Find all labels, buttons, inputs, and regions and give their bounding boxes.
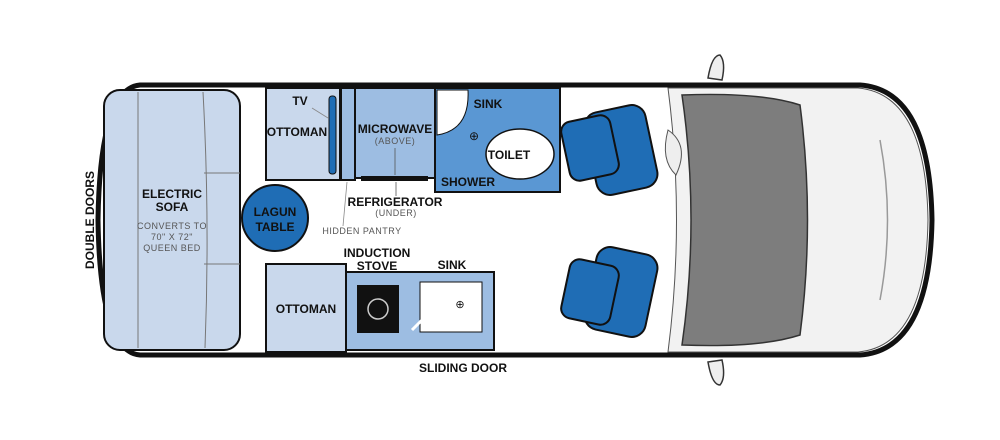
drain-icon: ⊕ xyxy=(469,129,479,143)
driver-seat[interactable] xyxy=(559,244,660,339)
side-mirror-top xyxy=(707,54,725,81)
ottoman-top-label: OTTOMAN xyxy=(267,125,327,139)
shower-label: SHOWER xyxy=(441,175,495,189)
table-label: TABLE xyxy=(255,220,294,234)
hidden-pantry[interactable] xyxy=(340,87,356,181)
windshield-dashboard xyxy=(681,93,809,347)
sofa-label: ELECTRIC xyxy=(142,187,202,201)
tv-label: TV xyxy=(292,94,307,108)
table-label: LAGUN xyxy=(254,205,297,219)
burner-icon xyxy=(367,298,389,320)
microwave-note: (ABOVE) xyxy=(375,136,416,146)
sofa-seam xyxy=(202,91,208,349)
hidden-pantry-label: HIDDEN PANTRY xyxy=(322,226,401,236)
ottoman-bottom-label: OTTOMAN xyxy=(276,302,336,316)
leader-line xyxy=(342,181,348,227)
sofa-note: QUEEN BED xyxy=(143,243,201,253)
hood-line xyxy=(879,139,889,301)
passenger-seat[interactable] xyxy=(559,102,660,197)
induction-label: STOVE xyxy=(357,259,397,273)
side-mirror-bottom xyxy=(707,359,725,386)
sofa-label: SOFA xyxy=(156,200,189,214)
faucet-icon xyxy=(410,310,432,332)
tv[interactable] xyxy=(328,95,337,175)
sofa-note: 70" X 72" xyxy=(151,232,193,242)
leader-line xyxy=(311,107,329,119)
electric-sofa[interactable] xyxy=(103,89,241,351)
refrigerator-note: (UNDER) xyxy=(375,208,417,218)
bath-sink[interactable] xyxy=(436,89,469,136)
steering-wheel xyxy=(664,129,682,176)
toilet-label: TOILET xyxy=(488,148,531,162)
lagun-table[interactable] xyxy=(241,184,309,252)
sofa-note: CONVERTS TO xyxy=(137,221,207,231)
microwave-label: MICROWAVE xyxy=(358,122,432,136)
refrigerator-label: REFRIGERATOR xyxy=(348,195,443,209)
induction-label: INDUCTION xyxy=(344,246,411,260)
kitchen-sink[interactable] xyxy=(419,281,483,333)
toilet[interactable] xyxy=(485,128,555,180)
double-doors-label: DOUBLE DOORS xyxy=(83,171,97,269)
kitchen-sink-label: SINK xyxy=(438,258,467,272)
induction-stove[interactable] xyxy=(357,285,399,333)
drain-icon: ⊕ xyxy=(455,299,464,311)
bath-sink-label: SINK xyxy=(474,97,503,111)
refrigerator[interactable] xyxy=(361,176,428,181)
sliding-door-label: SLIDING DOOR xyxy=(419,361,507,375)
